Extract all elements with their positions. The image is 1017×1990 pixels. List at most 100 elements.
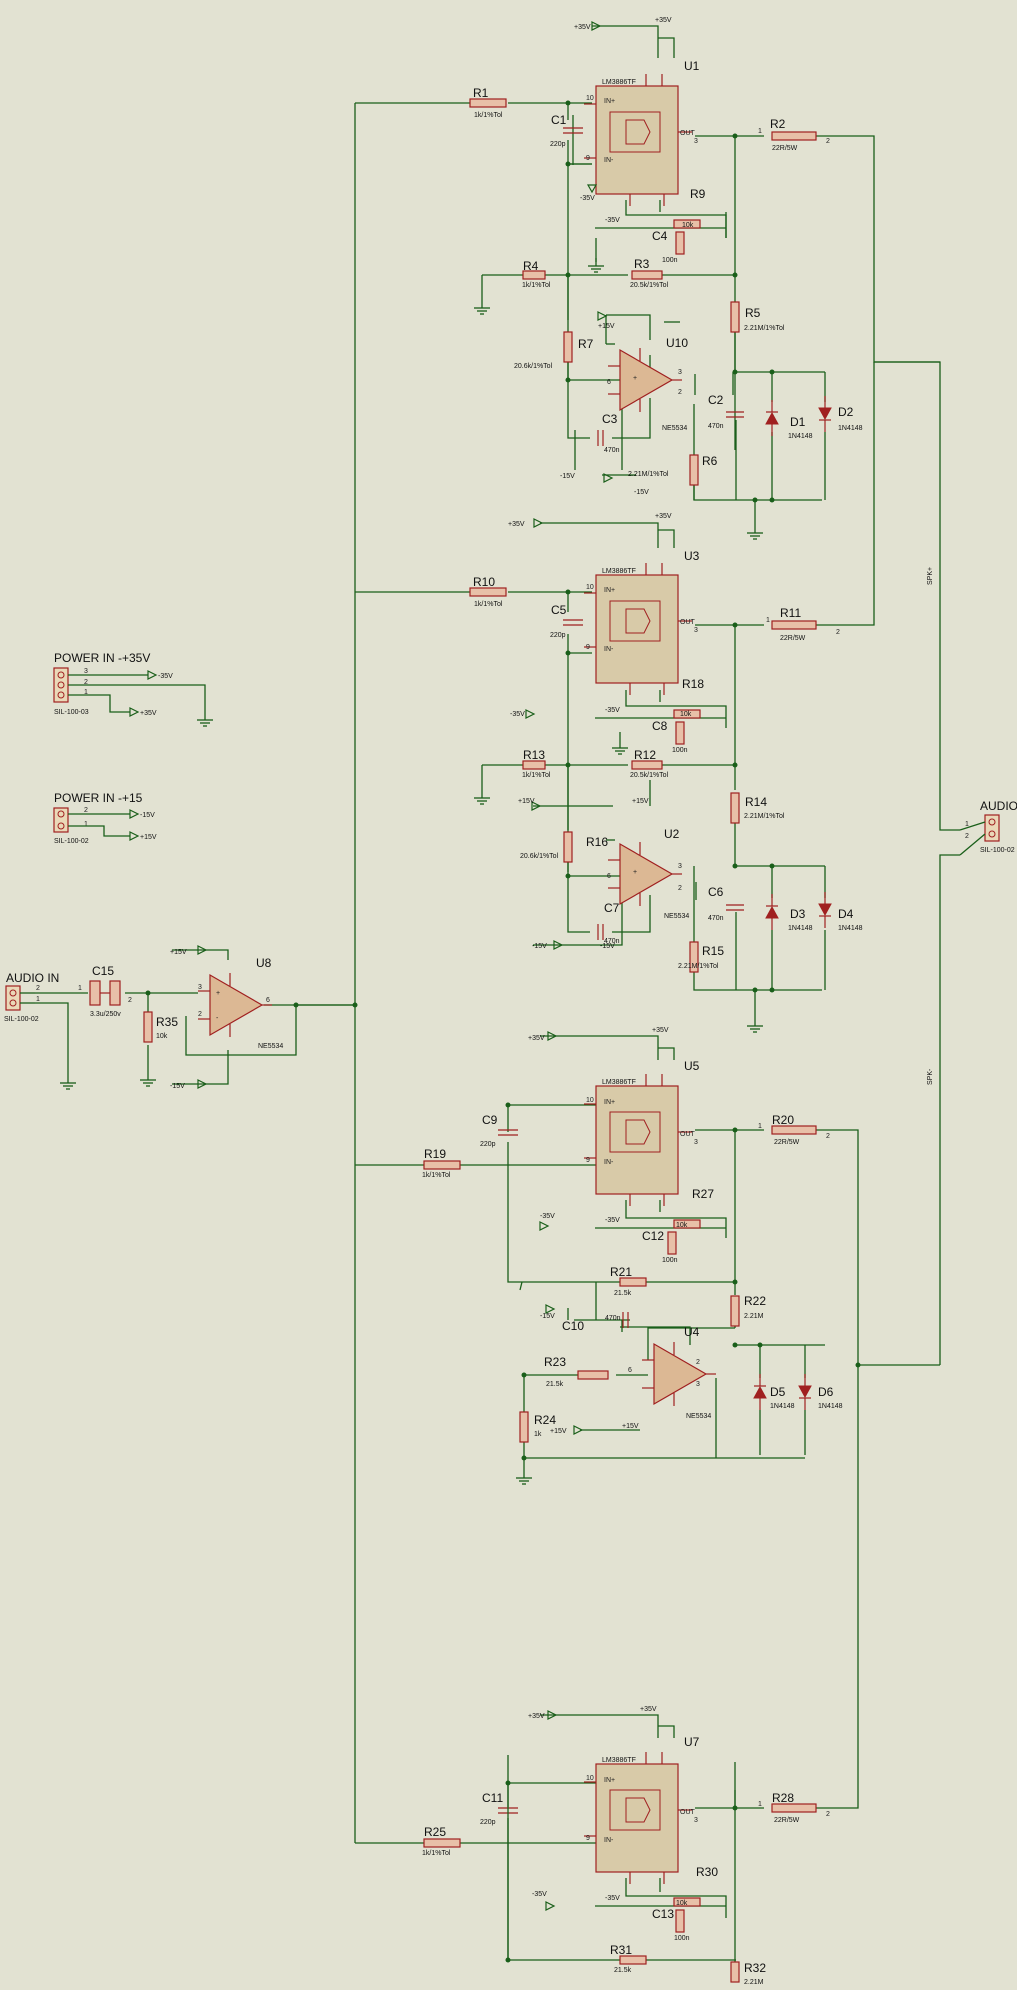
svg-text:2: 2 xyxy=(84,807,88,814)
capacitor-C12: C12 100n xyxy=(642,1229,678,1264)
capacitor-C2: C2 470n xyxy=(708,393,744,430)
svg-text:SIL-100-02: SIL-100-02 xyxy=(54,838,89,845)
svg-text:21.5k: 21.5k xyxy=(614,1967,632,1974)
svg-text:470n: 470n xyxy=(605,1315,621,1322)
svg-text:-15V: -15V xyxy=(600,943,615,950)
svg-text:+35V: +35V xyxy=(655,513,672,520)
net-label-p35-ch2: +35V +35V xyxy=(508,513,672,528)
svg-text:R25: R25 xyxy=(424,1825,446,1839)
svg-text:3: 3 xyxy=(694,1139,698,1146)
resistor-R30: R30 10k xyxy=(673,1865,718,1907)
svg-text:1: 1 xyxy=(758,1801,762,1808)
svg-text:2: 2 xyxy=(678,885,682,892)
svg-text:R32: R32 xyxy=(744,1961,766,1975)
svg-text:10: 10 xyxy=(586,1097,594,1104)
svg-text:POWER IN -+15: POWER IN -+15 xyxy=(54,791,143,805)
svg-text:470n: 470n xyxy=(708,423,724,430)
svg-text:+: + xyxy=(216,990,220,997)
svg-text:R9: R9 xyxy=(690,187,706,201)
capacitor-C8: C8 100n xyxy=(652,719,688,754)
svg-text:3: 3 xyxy=(694,138,698,145)
svg-text:-35V: -35V xyxy=(158,673,173,680)
power-connector-35v: POWER IN -+35V SIL-100-03 3 2 1 -35V +35… xyxy=(53,651,214,727)
svg-text:R1: R1 xyxy=(473,86,489,100)
resistor-R15: R15 2.21M/1%Tol xyxy=(678,941,724,973)
capacitor-C3: C3 470n xyxy=(597,412,620,454)
svg-text:10k: 10k xyxy=(676,1900,688,1907)
svg-text:2.21M: 2.21M xyxy=(744,1979,764,1986)
svg-text:U2: U2 xyxy=(664,827,680,841)
ref-U7: U7 xyxy=(684,1735,700,1749)
svg-text:9: 9 xyxy=(586,1835,590,1842)
diode-D1: D1 1N4148 xyxy=(765,399,813,440)
resistor-R18: R18 10k xyxy=(673,677,704,719)
svg-text:9: 9 xyxy=(586,155,590,162)
resistor-R1: R1 1k/1%Tol xyxy=(469,86,507,119)
svg-text:3.3u/250v: 3.3u/250v xyxy=(90,1011,121,1018)
lm3886-U1: LM3886TF IN+ IN- OUT 10 9 3 xyxy=(583,73,698,207)
svg-text:-15V: -15V xyxy=(170,1083,185,1090)
svg-text:R4: R4 xyxy=(523,259,539,273)
svg-text:+15V: +15V xyxy=(622,1423,639,1430)
capacitor-C4: C4 100n xyxy=(652,229,685,264)
svg-text:IN-: IN- xyxy=(604,1837,614,1844)
svg-text:2: 2 xyxy=(36,985,40,992)
svg-text:-15V: -15V xyxy=(140,812,155,819)
svg-text:1: 1 xyxy=(965,821,969,828)
svg-text:20.5k/1%Tol: 20.5k/1%Tol xyxy=(630,772,669,779)
svg-text:22R/5W: 22R/5W xyxy=(780,635,806,642)
svg-text:470n: 470n xyxy=(604,938,620,945)
svg-text:-: - xyxy=(216,1015,219,1022)
net-label-p15-ch1: +15V xyxy=(597,311,615,330)
svg-text:U4: U4 xyxy=(684,1325,700,1339)
svg-text:470n: 470n xyxy=(604,447,620,454)
resistor-R19: R19 1k/1%Tol xyxy=(422,1147,461,1179)
svg-text:3: 3 xyxy=(198,984,202,991)
resistor-R27: R27 10k xyxy=(673,1187,714,1229)
svg-text:1N4148: 1N4148 xyxy=(838,925,863,932)
svg-text:2: 2 xyxy=(826,138,830,145)
svg-text:R23: R23 xyxy=(544,1355,566,1369)
svg-text:1N4148: 1N4148 xyxy=(770,1403,795,1410)
svg-text:1k/1%Tol: 1k/1%Tol xyxy=(474,601,503,608)
ground-symbol xyxy=(611,739,629,755)
capacitor-C5: C5 220p xyxy=(550,603,583,639)
resistor-R13: R13 1k/1%Tol xyxy=(522,748,551,779)
svg-text:10: 10 xyxy=(586,584,594,591)
svg-text:10: 10 xyxy=(586,1775,594,1782)
svg-text:R13: R13 xyxy=(523,748,545,762)
opamp-U4: U4 NE5534 6 2 3 xyxy=(628,1325,717,1420)
svg-text:10k: 10k xyxy=(676,1222,688,1229)
svg-text:D1: D1 xyxy=(790,415,806,429)
svg-text:R20: R20 xyxy=(772,1113,794,1127)
svg-text:SIL-100-03: SIL-100-03 xyxy=(54,709,89,716)
svg-text:OUT: OUT xyxy=(680,619,696,626)
net-label-p35-ch4: +35V +35V xyxy=(528,1706,657,1720)
svg-text:LM3886TF: LM3886TF xyxy=(602,1079,636,1086)
svg-text:SIL-100-02: SIL-100-02 xyxy=(4,1016,39,1023)
resistor-R4: R4 1k/1%Tol xyxy=(522,259,551,289)
svg-text:2: 2 xyxy=(965,833,969,840)
svg-text:+35V: +35V xyxy=(652,1027,669,1034)
svg-text:D6: D6 xyxy=(818,1385,834,1399)
svg-text:R7: R7 xyxy=(578,337,594,351)
svg-text:R31: R31 xyxy=(610,1943,632,1957)
power-connector-15v: POWER IN -+15 SIL-100-02 2 1 -15V +15V xyxy=(53,791,157,845)
svg-text:220p: 220p xyxy=(550,632,566,639)
resistor-R21: R21 21.5k xyxy=(610,1265,647,1297)
resistor-R9: R9 10k xyxy=(673,187,706,229)
svg-text:R15: R15 xyxy=(702,944,724,958)
svg-text:R18: R18 xyxy=(682,677,704,691)
svg-text:220p: 220p xyxy=(480,1819,496,1826)
svg-text:100n: 100n xyxy=(662,1257,678,1264)
resistor-R31: R31 21.5k xyxy=(610,1943,647,1974)
channel-3: +35V +35V U5 LM3886TF IN+ IN- OUT 10 9 3… xyxy=(422,1027,843,1485)
svg-text:R10: R10 xyxy=(473,575,495,589)
resistor-R16: R16 20.6k/1%Tol xyxy=(520,831,608,863)
svg-text:-35V: -35V xyxy=(580,195,595,202)
channel-2: +35V +35V U3 LM3886TF IN+ IN- OUT 10 9 3… xyxy=(469,513,863,1033)
svg-text:IN+: IN+ xyxy=(604,587,615,594)
svg-text:-35V: -35V xyxy=(605,707,620,714)
svg-text:6: 6 xyxy=(607,873,611,880)
